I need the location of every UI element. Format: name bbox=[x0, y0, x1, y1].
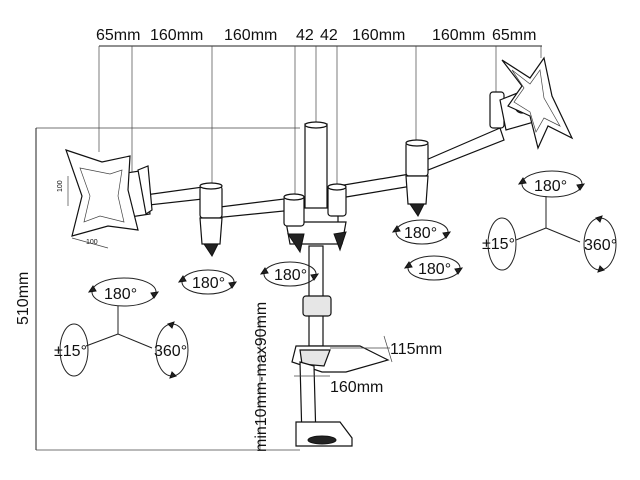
rotation-arrow-icon bbox=[442, 231, 452, 239]
vesa-width-label: 100 bbox=[86, 239, 98, 246]
tilt-label: 180° bbox=[104, 286, 137, 303]
right-elbow-joint bbox=[405, 141, 429, 177]
right-arm-inner bbox=[337, 173, 413, 199]
dim-label-4: 42 bbox=[296, 27, 314, 44]
rotation-arrow-icon bbox=[177, 275, 187, 283]
rotation-arrow-icon bbox=[517, 177, 527, 185]
rotation-label: 180° bbox=[418, 261, 451, 278]
rotation-arrow-icon bbox=[167, 321, 175, 329]
rotation-arrow-icon bbox=[597, 265, 605, 273]
rotation-arrow-icon bbox=[87, 285, 97, 293]
rotation-label: 180° bbox=[404, 225, 437, 242]
left-vesa-inner bbox=[79, 167, 125, 223]
left-shoulder-cap bbox=[283, 193, 305, 201]
rotation-arrow-icon bbox=[169, 371, 177, 379]
center-hub-knob-right bbox=[333, 231, 347, 252]
clamp-range-label: min10mm-max90mm bbox=[253, 302, 270, 452]
center-hub-knob-left bbox=[287, 233, 305, 254]
rotation-label: 180° bbox=[274, 267, 307, 284]
dim-label-1: 65mm bbox=[96, 27, 140, 44]
rotation-arrow-icon bbox=[403, 261, 413, 269]
vesa-width-dim bbox=[71, 237, 109, 249]
rotation-arrow-icon bbox=[391, 225, 401, 233]
height-label: 510mm bbox=[15, 272, 32, 325]
right-arm-outer bbox=[425, 127, 505, 171]
right-elbow-cap bbox=[405, 139, 429, 147]
swivel-ellipse bbox=[487, 217, 517, 271]
left-elbow-knob bbox=[203, 243, 219, 257]
left-arm-inner bbox=[211, 197, 295, 219]
tripod-leg bbox=[85, 333, 119, 347]
rotation-arrow-icon bbox=[150, 291, 160, 299]
dim-label-8: 65mm bbox=[492, 27, 536, 44]
rotation-arrow-icon bbox=[576, 183, 586, 191]
base-depth-line bbox=[383, 335, 393, 363]
joint-rotation-right-elbow: 180° bbox=[391, 219, 452, 245]
right-elbow-knob bbox=[409, 203, 425, 217]
joint-rotation-center: 180° bbox=[259, 261, 320, 287]
tripod-leg bbox=[545, 227, 581, 243]
dim-label-2: 160mm bbox=[150, 27, 203, 44]
rotate-label: 360° bbox=[154, 343, 187, 360]
tripod-leg bbox=[515, 227, 547, 241]
pole-top-cap bbox=[304, 121, 328, 129]
rotation-arrow-icon bbox=[310, 273, 320, 281]
base-width-label: 160mm bbox=[330, 379, 383, 396]
right-elbow-body bbox=[405, 175, 429, 205]
dim-label-5: 42 bbox=[320, 27, 338, 44]
base-depth-label: 115mm bbox=[390, 341, 442, 358]
right-monitor-rotation: 180° ±15° 360° bbox=[482, 170, 617, 273]
swivel-label: ±15° bbox=[482, 236, 515, 253]
left-monitor-rotation: 180° ±15° 360° bbox=[54, 277, 189, 379]
clamp-top-block bbox=[299, 349, 331, 367]
rotation-label: 180° bbox=[192, 275, 225, 292]
dim-label-3: 160mm bbox=[224, 27, 277, 44]
joint-rotation-right-shoulder: 180° bbox=[403, 255, 464, 281]
dim-label-6: 160mm bbox=[352, 27, 405, 44]
joint-rotation-left-elbow: 180° bbox=[177, 269, 238, 295]
rotation-arrow-icon bbox=[595, 215, 603, 223]
clamp-screw-pad bbox=[307, 435, 337, 445]
tilt-label: 180° bbox=[534, 178, 567, 195]
right-shoulder-cap bbox=[327, 183, 347, 191]
rotation-arrow-icon bbox=[228, 281, 238, 289]
right-vesa-plate bbox=[501, 56, 574, 150]
pole-collar bbox=[302, 295, 332, 317]
rotation-arrow-icon bbox=[259, 267, 269, 275]
left-vesa-plate bbox=[65, 149, 139, 237]
left-elbow-joint bbox=[199, 185, 223, 219]
left-elbow-body bbox=[199, 217, 223, 245]
tripod-leg bbox=[117, 333, 153, 349]
swivel-ellipse bbox=[59, 323, 89, 377]
pole-upper bbox=[304, 123, 328, 215]
vesa-height-label: 100 bbox=[57, 180, 64, 192]
dim-label-7: 160mm bbox=[432, 27, 485, 44]
right-vesa-inner bbox=[511, 69, 561, 133]
rotation-arrow-icon bbox=[454, 267, 464, 275]
left-elbow-cap bbox=[199, 182, 223, 190]
left-tilt-bracket bbox=[137, 165, 153, 216]
rotate-label: 360° bbox=[584, 237, 617, 254]
swivel-label: ±15° bbox=[54, 343, 87, 360]
